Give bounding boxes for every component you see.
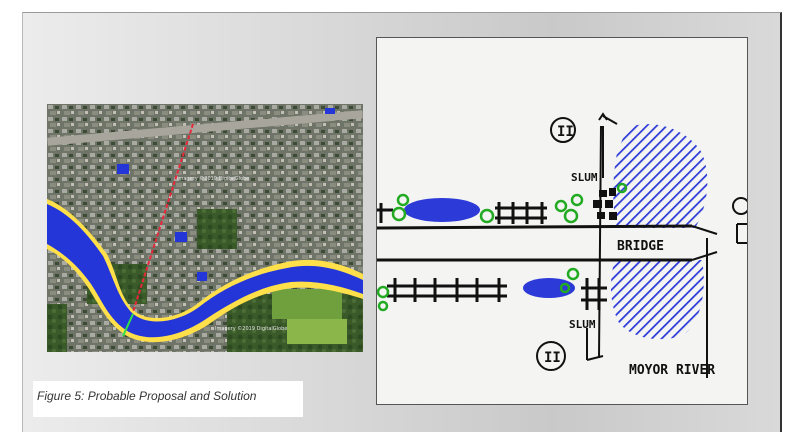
label-slum-bottom: SLUM bbox=[569, 318, 596, 331]
river-hatch-upper bbox=[613, 124, 708, 228]
figure-caption: Figure 5: Probable Proposal and Solution bbox=[37, 389, 257, 403]
trees-upper bbox=[391, 182, 628, 224]
fence-upper bbox=[377, 202, 547, 224]
shrub-upper bbox=[404, 198, 480, 222]
label-bridge: BRIDGE bbox=[617, 239, 664, 254]
satellite-watermark-2: Imagery ©2019 DigitalGlobe bbox=[215, 325, 287, 332]
proposal-sketch-svg: II II SLUM SLUM BRIDGE MOYOR RIVER bbox=[377, 112, 747, 378]
section-marker-right bbox=[732, 197, 747, 215]
proposal-sketch: II II SLUM SLUM BRIDGE MOYOR RIVER bbox=[376, 37, 748, 405]
satellite-map-svg: Imagery ©2019 DigitalGlobe Imagery ©2019… bbox=[47, 104, 363, 352]
label-river: MOYOR RIVER bbox=[629, 363, 715, 378]
section-marker-top: II bbox=[550, 117, 576, 143]
caption-box: Figure 5: Probable Proposal and Solution bbox=[33, 381, 303, 417]
satellite-map-image: Imagery ©2019 DigitalGlobe Imagery ©2019… bbox=[47, 104, 363, 352]
shrub-lower bbox=[523, 278, 575, 298]
section-marker-bottom: II bbox=[536, 341, 566, 371]
trees-lower bbox=[377, 267, 580, 312]
satellite-watermark-1: Imagery ©2019 DigitalGlobe bbox=[177, 175, 249, 182]
label-slum-top: SLUM bbox=[571, 171, 598, 184]
river-hatch-lower bbox=[610, 260, 704, 340]
fence-lower bbox=[387, 278, 607, 310]
svg-text:II: II bbox=[544, 350, 561, 366]
slum-blocks-upper bbox=[593, 188, 617, 220]
svg-text:II: II bbox=[557, 124, 574, 140]
